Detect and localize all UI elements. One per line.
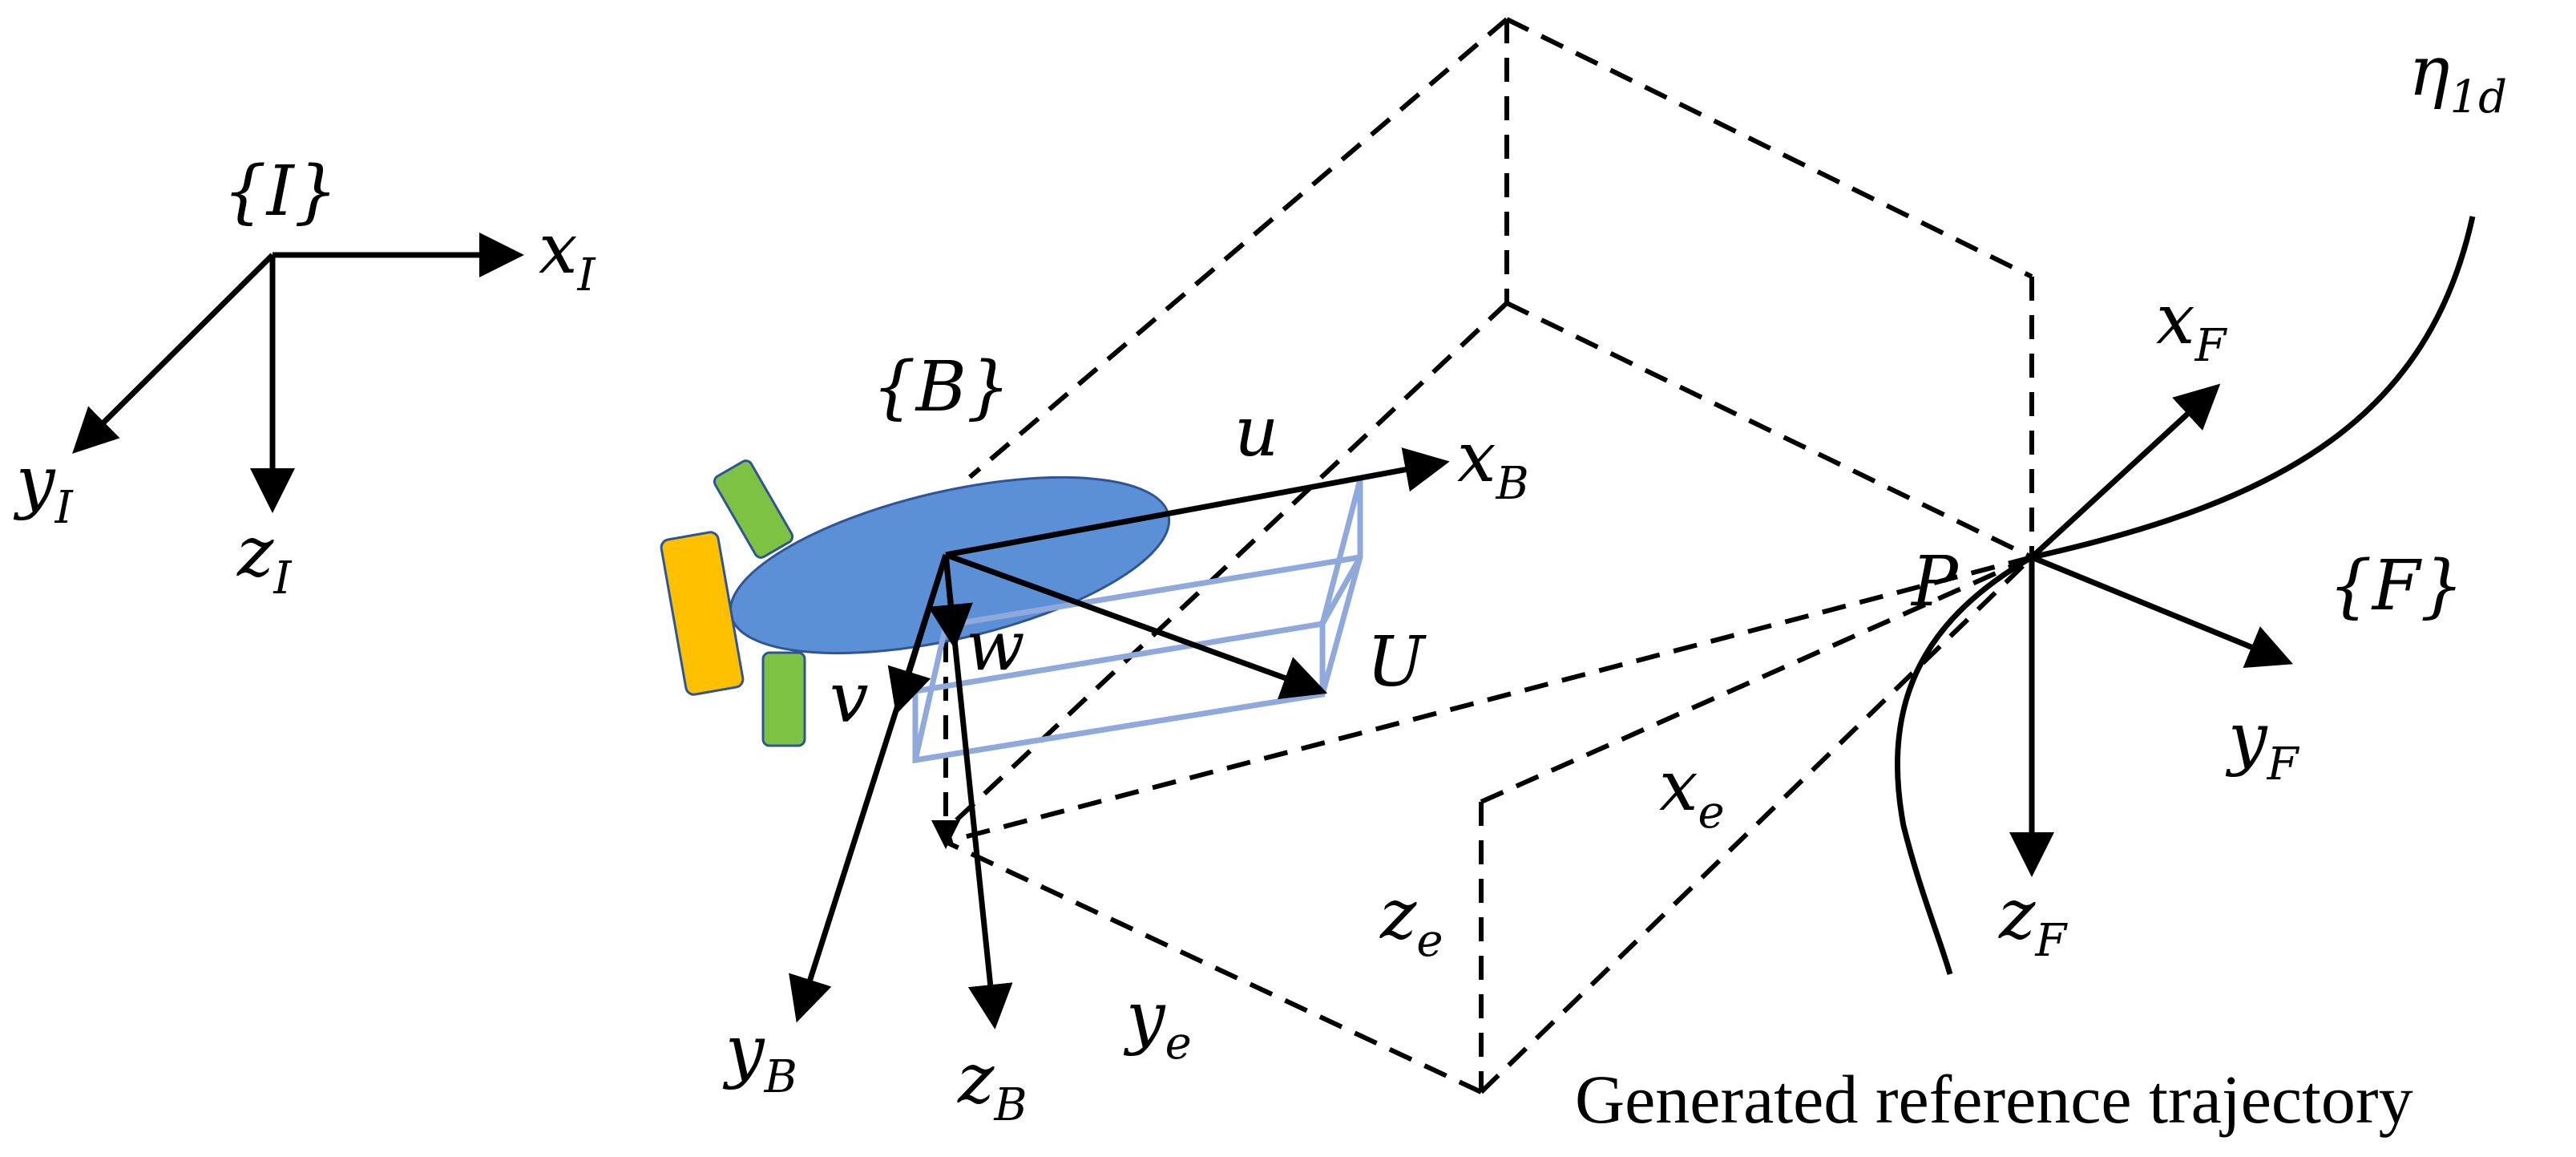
body-frame: {B} xB yB zB [722,347,1529,1131]
path-y-label: yF [2225,698,2300,791]
cross-track-error-label: ye [1123,977,1192,1070]
inertial-y-label: yI [13,442,75,534]
path-z-label: zF [1998,875,2068,967]
auv-vehicle [660,459,1171,747]
inertial-z-label: zI [236,512,293,605]
inertial-frame-label: {I} [223,152,337,232]
total-velocity-label: U [1367,622,1427,702]
rear-thruster [660,531,745,696]
inertial-x-label: xI [539,209,597,301]
path-x-axis [2029,383,2221,560]
reference-trajectory-curve [1895,216,2476,975]
along-track-error-label: xe [1659,746,1725,839]
error-box-edge [1479,555,2034,1094]
sway-velocity-label: v [830,658,869,738]
vertical-error-label: ze [1379,875,1443,967]
body-x-label: xB [1457,418,1529,510]
error-box-edge [944,839,1483,1094]
upper-fin [713,459,794,559]
error-box [931,17,2034,1094]
error-box-edge [939,301,1509,836]
error-box-edge [1505,301,2033,560]
error-box-edge [1480,555,2033,804]
body-z-label: zB [957,1039,1027,1131]
path-frame: {F} xF yF zF P [1910,280,2464,967]
path-x-label: xF [2156,280,2228,372]
error-box-edge [945,555,2033,844]
error-box-edge [968,17,1508,479]
lower-fin [761,651,806,747]
heave-velocity-label: w [966,606,1025,686]
point-p-label: P [1910,542,1960,622]
surge-velocity-label: u [1234,392,1278,472]
path-frame-label: {F} [2328,546,2464,626]
w-velocity-arrow [928,554,973,649]
body-x-axis [945,447,1450,558]
velocity-box-edge [945,554,1361,629]
hull [729,475,1171,655]
body-y-label: yB [722,1011,797,1103]
inertial-y-axis [72,253,275,454]
v-velocity-arrow [887,553,949,715]
body-frame-label: {B} [872,347,1011,427]
trajectory-label: η1d [2408,31,2507,123]
resultant-velocity-vector [944,552,1328,699]
trajectory-caption: Generated reference trajectory [1575,1061,2413,1138]
inertial-frame: {I} xI yI zI [13,152,597,605]
error-box-edge [1505,17,2033,279]
path-y-axis [2030,554,2293,669]
